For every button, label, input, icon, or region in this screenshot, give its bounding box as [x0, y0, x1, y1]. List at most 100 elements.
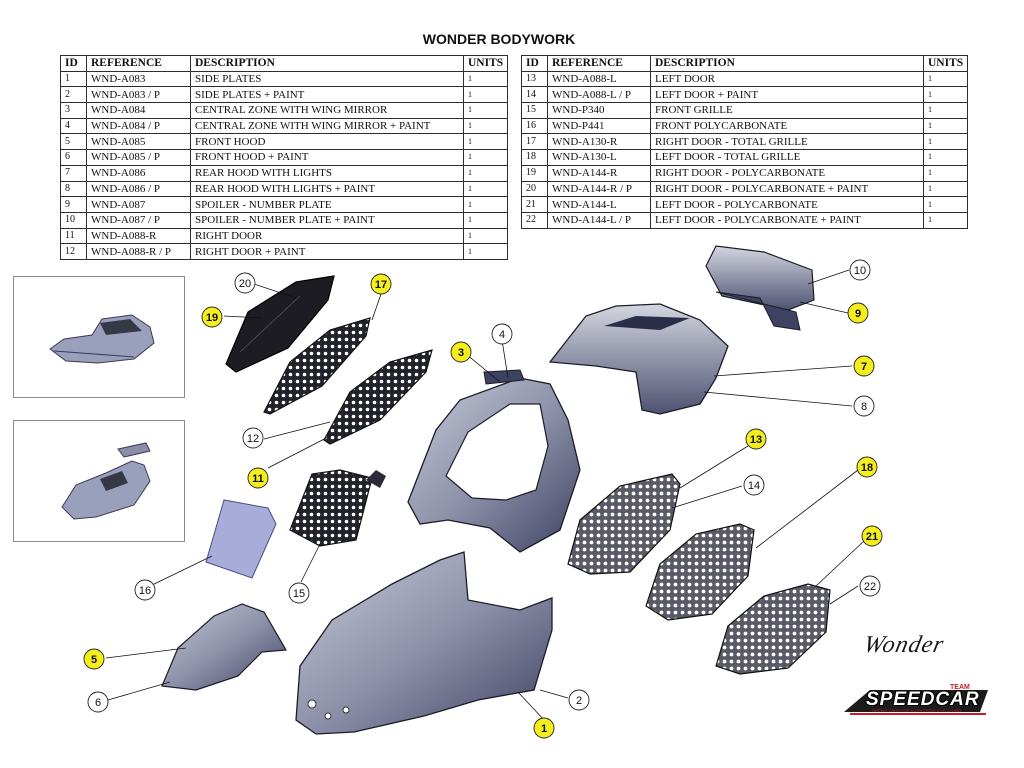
callout-number: 11 — [252, 473, 264, 485]
callout-13: 13 — [745, 428, 767, 450]
callout-circle — [247, 467, 269, 489]
callout-number: 9 — [855, 308, 861, 320]
cell-description: LEFT DOOR - POLYCARBONATE + PAINT — [650, 211, 924, 229]
callout-number: 22 — [864, 581, 876, 593]
callout-circle — [859, 575, 881, 597]
part-front-hood — [161, 603, 287, 691]
callout-number: 19 — [206, 312, 218, 324]
callout-circle — [856, 456, 878, 478]
cell-description: LEFT DOOR - POLYCARBONATE — [650, 196, 924, 213]
callout-6: 6 — [87, 691, 109, 713]
callout-circle — [853, 355, 875, 377]
assembled-view-side-thumbnail — [13, 276, 185, 398]
callout-20: 20 — [234, 272, 256, 294]
part-right-door — [323, 349, 433, 445]
cell-reference: WND-A144-L — [547, 196, 651, 213]
callout-number: 7 — [861, 361, 867, 373]
callout-number: 6 — [95, 697, 101, 709]
callout-circle — [83, 648, 105, 670]
callout-number: 10 — [854, 265, 866, 277]
callout-7: 7 — [853, 355, 875, 377]
callout-circle — [853, 395, 875, 417]
speedcar-tag: TEAM — [950, 684, 970, 691]
callout-3: 3 — [450, 341, 472, 363]
speedcar-wordmark: SPEEDCAR — [866, 689, 980, 710]
callout-number: 1 — [541, 723, 547, 735]
callout-circle — [201, 306, 223, 328]
callout-11: 11 — [247, 467, 269, 489]
callout-circle — [568, 689, 590, 711]
callout-9: 9 — [847, 302, 869, 324]
cell-description: CENTRAL ZONE WITH WING MIRROR — [190, 102, 464, 119]
cell-reference: WND-A087 — [86, 196, 191, 213]
cell-reference: WND-A085 / P — [86, 149, 191, 166]
cell-description: RIGHT DOOR + PAINT — [190, 243, 464, 260]
callout-number: 18 — [861, 462, 873, 474]
callout-number: 4 — [499, 329, 505, 341]
cell-reference: WND-A144-R — [547, 164, 651, 182]
callout-21: 21 — [861, 525, 883, 547]
callout-circle — [849, 259, 871, 281]
cell-description: FRONT GRILLE — [650, 102, 924, 119]
part-front-grille — [289, 469, 373, 547]
callout-18: 18 — [856, 456, 878, 478]
cell-units: 1 — [462, 70, 509, 88]
cell-units: 1 — [462, 117, 509, 135]
cell-description: FRONT HOOD — [190, 133, 464, 151]
callout-number: 14 — [748, 480, 760, 492]
callout-circle — [743, 474, 765, 496]
callout-14: 14 — [743, 474, 765, 496]
callout-circle — [234, 272, 256, 294]
callout-circle — [288, 582, 310, 604]
col-id-header: ID — [521, 55, 548, 72]
part-rear-hood — [548, 303, 729, 415]
callout-5: 5 — [83, 648, 105, 670]
callout-10: 10 — [849, 259, 871, 281]
cell-reference: WND-A088-R / P — [86, 243, 191, 260]
speedcar-logo — [844, 690, 988, 715]
callout-number: 20 — [239, 278, 251, 290]
callout-number: 2 — [576, 695, 582, 707]
part-left-door-polycarbonate — [715, 583, 831, 675]
callout-number: 21 — [866, 531, 878, 543]
cell-units: 1 — [922, 211, 969, 229]
callout-number: 15 — [293, 588, 305, 600]
callout-22: 22 — [859, 575, 881, 597]
col-description-header: DESCRIPTION — [190, 55, 464, 72]
cell-units: 1 — [922, 149, 969, 166]
callout-12: 12 — [242, 427, 264, 449]
callout-circle — [370, 273, 392, 295]
cell-reference: WND-A086 — [86, 164, 191, 182]
cell-units: 1 — [922, 117, 969, 135]
cell-id: 22 — [521, 211, 548, 229]
assembled-view-rear-thumbnail — [13, 420, 185, 542]
callout-circle — [533, 717, 555, 739]
col-id-header: ID — [60, 55, 87, 72]
callout-circle — [847, 302, 869, 324]
callout-circle — [450, 341, 472, 363]
callout-number: 12 — [247, 433, 259, 445]
cell-description: SIDE PLATES — [190, 70, 464, 88]
callout-circle — [491, 323, 513, 345]
cell-description: LEFT DOOR - TOTAL GRILLE — [650, 149, 924, 166]
wonder-logo: Wonder — [861, 632, 947, 658]
callout-number: 16 — [139, 585, 151, 597]
part-left-door-grille — [645, 523, 755, 621]
speedcar-tagline: RACING CARS FOR AUTOCROSS & HILLCLIMB — [872, 708, 962, 713]
cell-units: 1 — [922, 164, 969, 182]
